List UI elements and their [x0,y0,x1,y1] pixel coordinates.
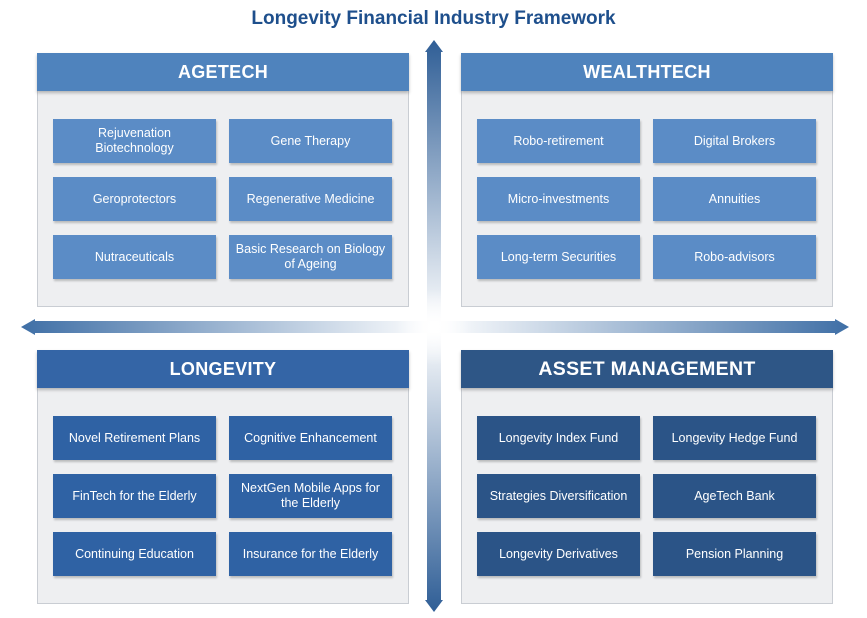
wealthtech-item: Digital Brokers [653,119,816,163]
agetech-items: Rejuvenation Biotechnology Gene Therapy … [53,119,393,279]
agetech-item: Nutraceuticals [53,235,216,279]
agetech-item: Regenerative Medicine [229,177,392,221]
wealthtech-item: Robo-advisors [653,235,816,279]
quadrant-wealthtech: WEALTHTECH Robo-retirement Digital Broke… [461,53,833,307]
longevity-item: Cognitive Enhancement [229,416,392,460]
wealthtech-item: Annuities [653,177,816,221]
longevity-item: Continuing Education [53,532,216,576]
asset-management-item: AgeTech Bank [653,474,816,518]
longevity-item: Insurance for the Elderly [229,532,392,576]
asset-management-item: Longevity Derivatives [477,532,640,576]
asset-management-item: Pension Planning [653,532,816,576]
asset-management-item: Strategies Diversification [477,474,640,518]
wealthtech-header: WEALTHTECH [461,53,833,91]
wealthtech-item: Long-term Securities [477,235,640,279]
agetech-header: AGETECH [37,53,409,91]
quadrant-longevity: LONGEVITY Novel Retirement Plans Cogniti… [37,350,409,604]
asset-management-items: Longevity Index Fund Longevity Hedge Fun… [477,416,817,576]
wealthtech-items: Robo-retirement Digital Brokers Micro-in… [477,119,817,279]
longevity-item: Novel Retirement Plans [53,416,216,460]
longevity-items: Novel Retirement Plans Cognitive Enhance… [53,416,393,576]
quadrant-asset-management: ASSET MANAGEMENT Longevity Index Fund Lo… [461,350,833,604]
quadrant-agetech: AGETECH Rejuvenation Biotechnology Gene … [37,53,409,307]
agetech-item: Basic Research on Biology of Ageing [229,235,392,279]
agetech-item: Rejuvenation Biotechnology [53,119,216,163]
asset-management-header: ASSET MANAGEMENT [461,350,833,388]
wealthtech-item: Robo-retirement [477,119,640,163]
asset-management-item: Longevity Index Fund [477,416,640,460]
longevity-header: LONGEVITY [37,350,409,388]
wealthtech-item: Micro-investments [477,177,640,221]
asset-management-item: Longevity Hedge Fund [653,416,816,460]
agetech-item: Gene Therapy [229,119,392,163]
diagram-title: Longevity Financial Industry Framework [251,8,616,29]
longevity-item: FinTech for the Elderly [53,474,216,518]
agetech-item: Geroprotectors [53,177,216,221]
longevity-item: NextGen Mobile Apps for the Elderly [229,474,392,518]
